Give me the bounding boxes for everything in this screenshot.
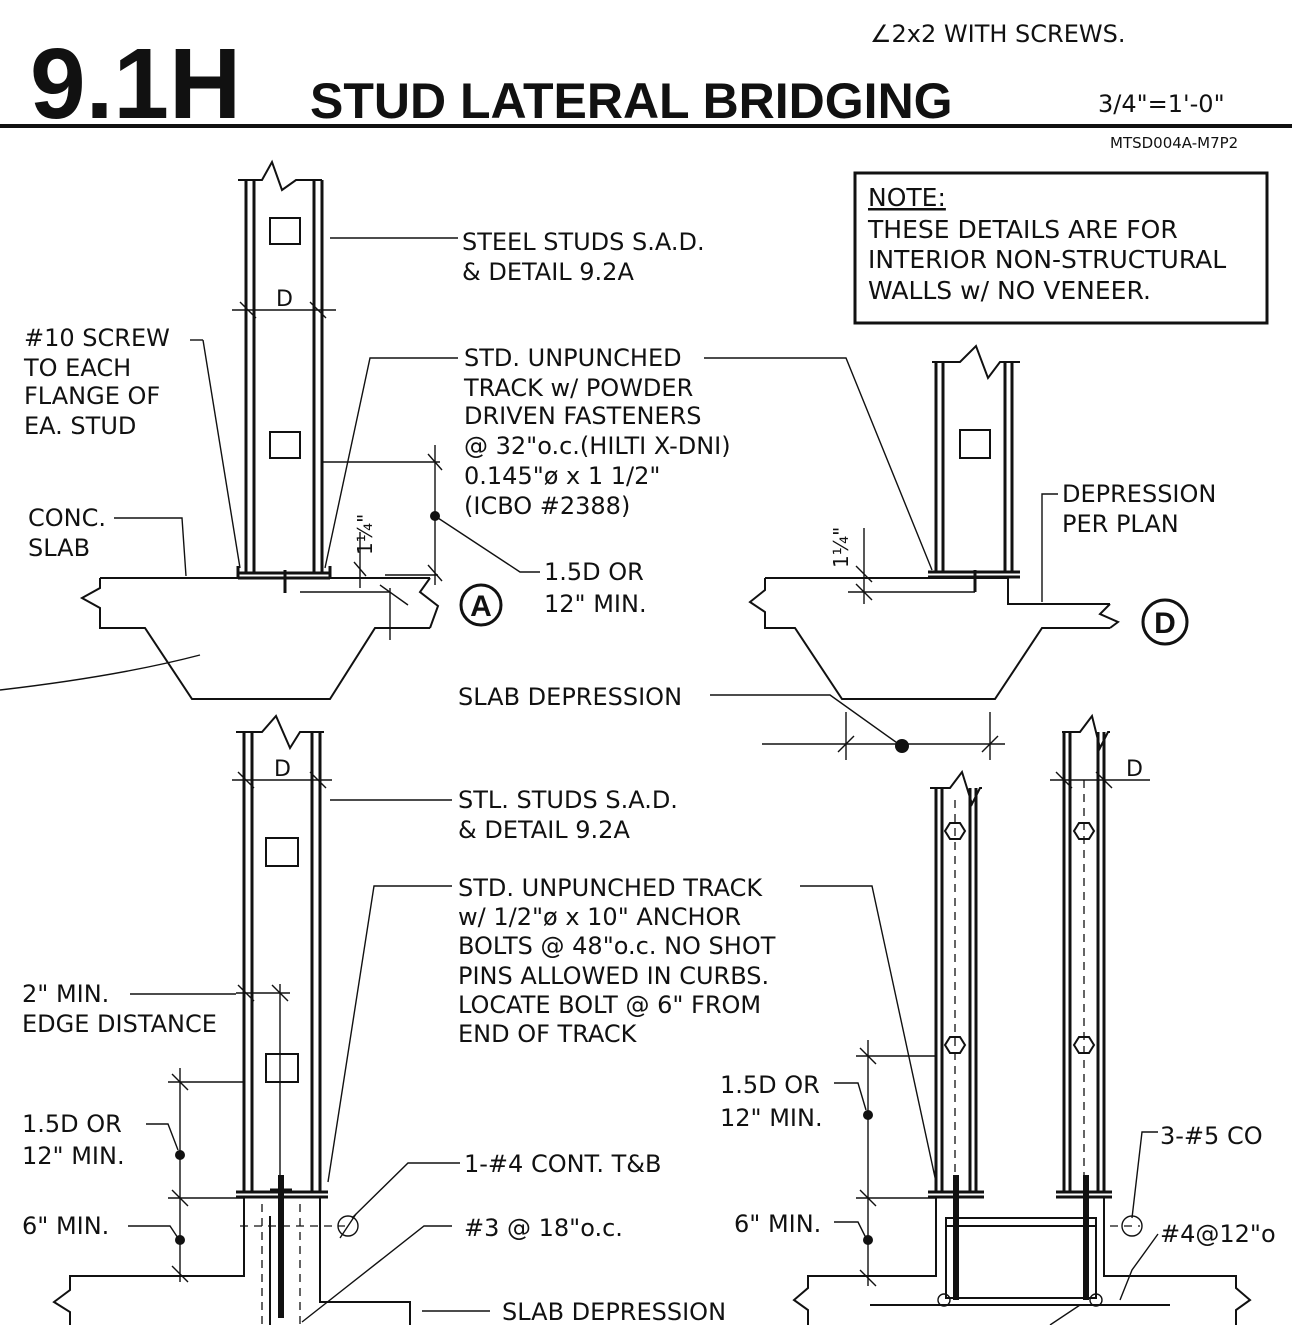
label-track-bottom: STD. UNPUNCHED TRACK bbox=[458, 874, 763, 902]
stud-depth-label-bl: D bbox=[274, 757, 291, 782]
label-1-5d-left: 1.5D OR bbox=[22, 1110, 122, 1138]
detail-title: STUD LATERAL BRIDGING bbox=[310, 73, 953, 129]
top-fragment-text: ∠2x2 WITH SCREWS. bbox=[870, 20, 1125, 48]
label-screw: FLANGE OF bbox=[24, 382, 160, 410]
detail-marker-a: A bbox=[459, 583, 503, 627]
leader-track-bottom-right bbox=[800, 885, 937, 1183]
label-6-min-left: 6" MIN. bbox=[22, 1212, 109, 1240]
leader-6-min-right bbox=[834, 1221, 867, 1239]
label-stirrup-3: #3 @ 18"o.c. bbox=[464, 1214, 623, 1242]
label-track-top: (ICBO #2388) bbox=[464, 492, 630, 520]
label-track-bottom: LOCATE BOLT @ 6" FROM bbox=[458, 991, 761, 1019]
detail-a-geometry bbox=[0, 159, 443, 700]
svg-text:D: D bbox=[1154, 607, 1176, 640]
label-track-top: 0.145"ø x 1 1/2" bbox=[464, 462, 660, 490]
label-track-top: @ 32"o.c.(HILTI X-DNI) bbox=[464, 432, 731, 460]
label-track-top: DRIVEN FASTENERS bbox=[464, 402, 702, 430]
label-1-5d-left: 12" MIN. bbox=[22, 1142, 125, 1170]
leader-1-5d-top bbox=[437, 517, 540, 573]
note-heading: NOTE: bbox=[868, 183, 946, 212]
note-line: WALLS w/ NO VENEER. bbox=[868, 276, 1151, 305]
svg-text:A: A bbox=[470, 590, 492, 623]
label-conc-slab: SLAB bbox=[28, 534, 90, 562]
label-track-bottom: w/ 1/2"ø x 10" ANCHOR bbox=[458, 903, 741, 931]
label-edge-distance: 2" MIN. bbox=[22, 980, 109, 1008]
label-screw: #10 SCREW bbox=[24, 324, 170, 352]
detail-d-geometry bbox=[748, 344, 1120, 760]
label-cont-5: 3-#5 CO bbox=[1160, 1122, 1263, 1150]
label-slab-depression-bottom: SLAB DEPRESSION bbox=[502, 1298, 726, 1325]
scale-text: 3/4"=1'-0" bbox=[1098, 90, 1225, 118]
leader-cont-5 bbox=[1131, 1131, 1158, 1219]
leader-cont-tb bbox=[351, 1162, 460, 1219]
leader-stirrup-4 bbox=[1119, 1233, 1159, 1301]
label-track-top: TRACK w/ POWDER bbox=[463, 374, 693, 402]
stud-depth-label-a: D bbox=[276, 287, 293, 312]
note-line: THESE DETAILS ARE FOR bbox=[867, 215, 1178, 244]
label-depression-per-plan: DEPRESSION bbox=[1062, 480, 1216, 508]
leader-screw-diag bbox=[202, 339, 241, 569]
label-slab-depression-mid: SLAB DEPRESSION bbox=[458, 683, 682, 711]
curb-detail-left-geometry bbox=[52, 714, 411, 1325]
leader-stirrup-3 bbox=[301, 1225, 452, 1323]
leader-depression-per-plan bbox=[1041, 493, 1058, 602]
label-steel-studs: & DETAIL 9.2A bbox=[462, 258, 634, 286]
label-track-top: STD. UNPUNCHED bbox=[464, 344, 682, 372]
label-stl-studs: STL. STUDS S.A.D. bbox=[458, 786, 678, 814]
leader-conc-slab bbox=[114, 517, 187, 577]
label-screw: TO EACH bbox=[23, 354, 131, 382]
label-track-bottom: END OF TRACK bbox=[458, 1020, 638, 1048]
detail-marker-d: D bbox=[1141, 598, 1189, 646]
leader-track-bottom bbox=[327, 885, 452, 1183]
label-track-bottom: PINS ALLOWED IN CURBS. bbox=[458, 962, 769, 990]
note-line: INTERIOR NON-STRUCTURAL bbox=[868, 245, 1226, 274]
label-steel-studs: STEEL STUDS S.A.D. bbox=[462, 228, 705, 256]
drawing-code: MTSD004A-M7P2 bbox=[1110, 134, 1238, 152]
leader-slab-depression-mid bbox=[710, 694, 901, 746]
stud-depth-label-br: D bbox=[1126, 757, 1143, 782]
label-depression-per-plan: PER PLAN bbox=[1062, 510, 1179, 538]
label-6-min-right: 6" MIN. bbox=[734, 1210, 821, 1238]
label-stirrup-4: #4@12"o bbox=[1160, 1220, 1276, 1248]
dim-1-1-4-d: 1¼" bbox=[829, 527, 853, 568]
label-1-5d-top: 1.5D OR bbox=[544, 558, 644, 586]
leader-track-top bbox=[324, 357, 458, 569]
label-1-5d-right: 1.5D OR bbox=[720, 1071, 820, 1099]
note-box: NOTE: THESE DETAILS ARE FOR INTERIOR NON… bbox=[853, 171, 1269, 325]
curb-detail-right-geometry bbox=[792, 713, 1252, 1325]
leader-track-top-d bbox=[704, 357, 933, 571]
label-stl-studs: & DETAIL 9.2A bbox=[458, 816, 630, 844]
detail-number: 9.1H bbox=[30, 28, 241, 140]
leader-6-min-left bbox=[128, 1225, 179, 1239]
label-1-5d-right: 12" MIN. bbox=[720, 1104, 823, 1132]
label-screw: EA. STUD bbox=[24, 412, 136, 440]
label-cont-tb: 1-#4 CONT. T&B bbox=[464, 1150, 661, 1178]
label-1-5d-top: 12" MIN. bbox=[544, 590, 647, 618]
label-track-bottom: BOLTS @ 48"o.c. NO SHOT bbox=[458, 932, 776, 960]
label-edge-distance: EDGE DISTANCE bbox=[22, 1010, 217, 1038]
dim-1-1-4-a: 1¼" bbox=[353, 514, 377, 555]
leader-1-5d-right bbox=[834, 1082, 867, 1111]
label-conc-slab: CONC. bbox=[28, 504, 106, 532]
leader-bottom-right bbox=[1049, 1304, 1081, 1325]
leader-1-5d-left bbox=[146, 1123, 179, 1151]
